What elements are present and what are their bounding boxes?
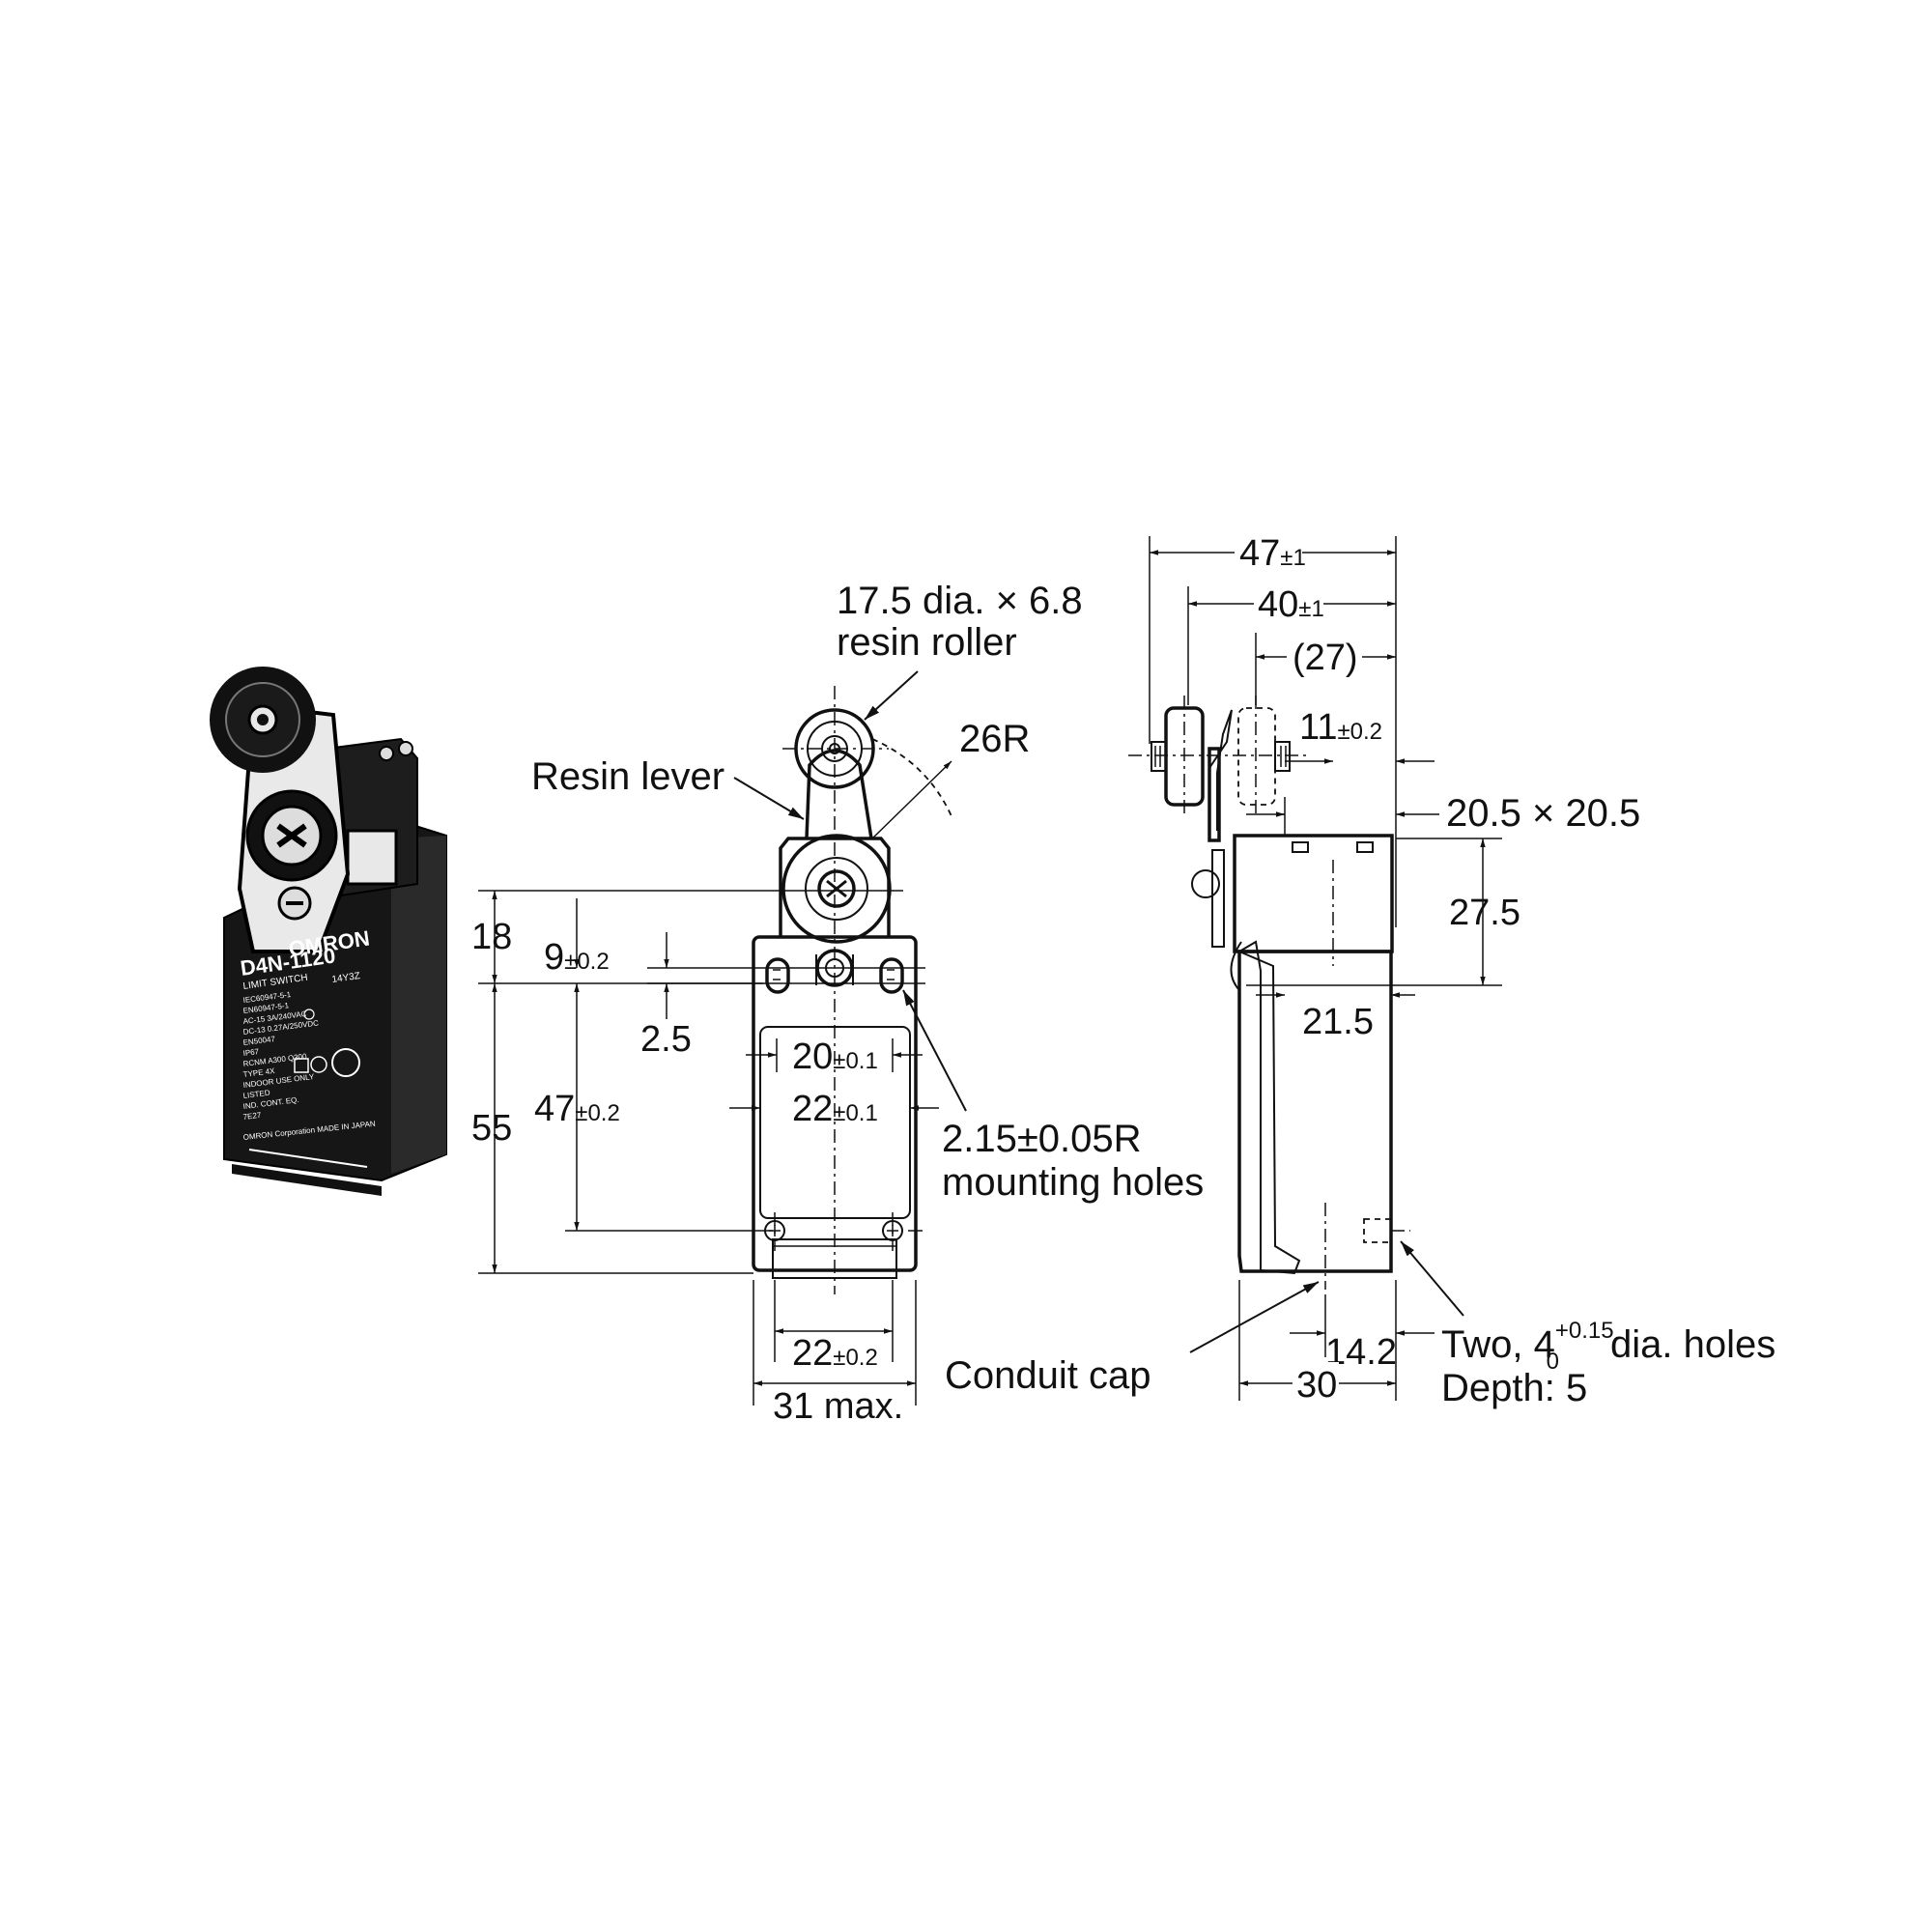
side-dim-27-5: 27.5 [1449,893,1520,933]
side-dim-30: 30 [1296,1365,1337,1406]
dim-22-inner: 22±0.1 [792,1089,878,1129]
side-housing [1237,950,1393,1273]
side-dim-21-5: 21.5 [1302,1002,1374,1042]
side-head [1233,834,1394,953]
dim-55: 55 [471,1108,512,1149]
side-dim-40: 40±1 [1258,584,1324,625]
mounting-holes-line2: mounting holes [942,1161,1204,1204]
photo-spec-line: 7E27 [242,1111,262,1122]
dim-18: 18 [471,917,512,957]
side-dim-11: 11±0.2 [1299,707,1382,748]
photo-spec-line: IP67 [242,1047,260,1058]
switch-head-plate [346,829,398,886]
roller-label-line1: 17.5 dia. × 6.8 [837,580,1083,622]
dim-9: 9±0.2 [544,937,610,978]
mounting-holes-line1: 2.15±0.05R [942,1118,1142,1160]
photo-cert-badge [331,1048,360,1077]
side-dim-20-5: 20.5 × 20.5 [1446,792,1640,835]
front-mounting-slot-left [765,957,790,994]
side-conduit-cap [1236,940,1301,1275]
dim-20: 20±0.1 [792,1037,878,1077]
radius-arc [871,738,952,817]
front-head [779,837,891,937]
front-view: 18 55 9±0.2 47±0.2 2.5 20±0.1 22±0.1 22±… [471,580,1204,1427]
dim-2-5: 2.5 [640,1019,692,1060]
photo-spec-line: TYPE 4X [242,1066,275,1079]
photo-spec-line: EN50047 [242,1035,276,1047]
switch-body-side [391,836,446,1174]
front-mounting-slot-right [879,957,904,994]
roller-label-line2: resin roller [837,621,1017,664]
conduit-cap-label: Conduit cap [945,1354,1151,1397]
dim-22-bottom: 22±0.2 [792,1333,878,1374]
side-view: 47±1 40±1 (27) 11±0.2 20.5 × 20.5 27.5 2… [1128,529,1776,1409]
side-dim-27: (27) [1293,638,1358,678]
resin-lever-label: Resin lever [531,755,724,798]
side-depth-label: Depth: 5 [1441,1367,1587,1409]
side-dim-47: 47±1 [1239,533,1306,574]
side-roller-alt [1237,707,1276,806]
photo-ce-mark [303,1009,315,1020]
side-hole [1363,1218,1392,1243]
dim-31-max: 31 max. [773,1386,903,1427]
photo-spec-line: LISTED [242,1089,270,1100]
front-lever-hub [781,834,892,944]
radius-26r-label: 26R [959,718,1030,760]
photo-code: 14Y3Z [331,971,361,985]
product-photo: OMRON D4N-1120 LIMIT SWITCH 14Y3Z IEC609… [210,667,447,1196]
front-lever [805,749,873,839]
dim-47: 47±0.2 [534,1089,620,1129]
